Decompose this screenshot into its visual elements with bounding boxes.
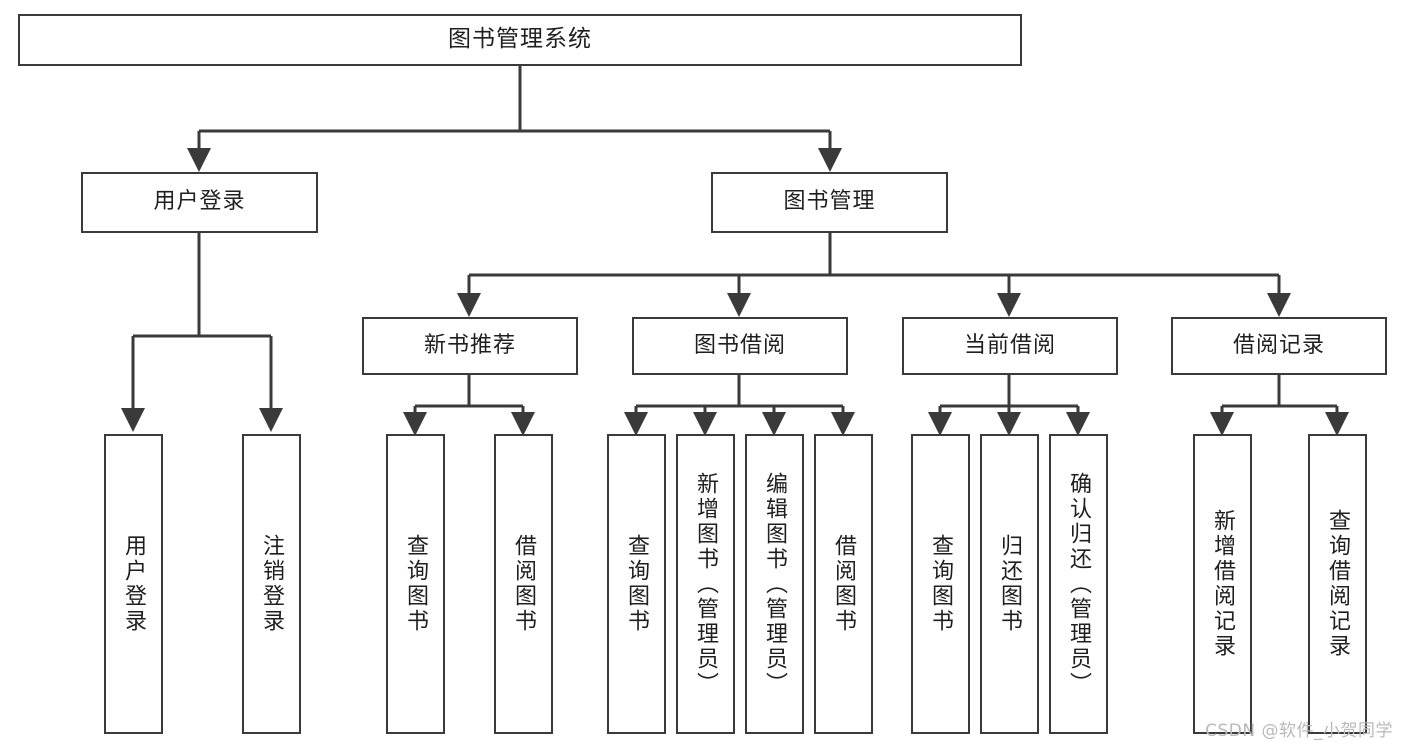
node-leaf-borrow-book-2-label: 借阅图书 <box>831 534 857 634</box>
node-leaf-query-record-label: 查询借阅记录 <box>1325 509 1351 659</box>
node-leaf-query-book-2-label: 查询图书 <box>624 534 650 634</box>
node-leaf-add-record[interactable]: 新增借阅记录 <box>1193 434 1252 734</box>
node-root[interactable]: 图书管理系统 <box>18 14 1022 66</box>
node-new-book-rec[interactable]: 新书推荐 <box>362 317 578 375</box>
node-new-book-rec-label: 新书推荐 <box>423 332 516 358</box>
node-leaf-logout[interactable]: 注销登录 <box>242 434 301 734</box>
node-leaf-user-login[interactable]: 用户登录 <box>104 434 163 734</box>
node-leaf-borrow-book-1[interactable]: 借阅图书 <box>494 434 553 734</box>
node-book-manage-label: 图书管理 <box>783 189 876 215</box>
node-leaf-return-book[interactable]: 归还图书 <box>980 434 1039 734</box>
node-leaf-query-book-2[interactable]: 查询图书 <box>607 434 666 734</box>
node-leaf-add-book[interactable]: 新增图书（管理员） <box>676 434 735 734</box>
node-leaf-return-book-label: 归还图书 <box>997 534 1023 634</box>
node-leaf-logout-label: 注销登录 <box>259 534 285 634</box>
node-leaf-borrow-book-1-label: 借阅图书 <box>511 534 537 634</box>
node-leaf-query-book-3[interactable]: 查询图书 <box>911 434 970 734</box>
node-book-borrow[interactable]: 图书借阅 <box>632 317 848 375</box>
node-leaf-query-book-3-label: 查询图书 <box>928 534 954 634</box>
node-current-borrow[interactable]: 当前借阅 <box>902 317 1118 375</box>
node-leaf-user-login-label: 用户登录 <box>121 534 147 634</box>
node-leaf-edit-book-label: 编辑图书（管理员） <box>762 471 788 697</box>
node-leaf-query-book-1[interactable]: 查询图书 <box>386 434 445 734</box>
node-book-borrow-label: 图书借阅 <box>693 332 786 358</box>
node-leaf-confirm-return[interactable]: 确认归还（管理员） <box>1049 434 1108 734</box>
node-leaf-borrow-book-2[interactable]: 借阅图书 <box>814 434 873 734</box>
node-borrow-record-label: 借阅记录 <box>1232 332 1325 358</box>
node-leaf-query-book-1-label: 查询图书 <box>403 534 429 634</box>
node-current-borrow-label: 当前借阅 <box>963 332 1056 358</box>
node-root-label: 图书管理系统 <box>448 26 592 53</box>
node-borrow-record[interactable]: 借阅记录 <box>1171 317 1387 375</box>
watermark: CSDN @软件_小贺同学 <box>1205 721 1393 741</box>
node-leaf-query-record[interactable]: 查询借阅记录 <box>1308 434 1367 734</box>
node-leaf-confirm-return-label: 确认归还（管理员） <box>1066 471 1092 697</box>
node-leaf-add-book-label: 新增图书（管理员） <box>693 471 719 697</box>
node-leaf-edit-book[interactable]: 编辑图书（管理员） <box>745 434 804 734</box>
node-book-manage[interactable]: 图书管理 <box>711 172 948 233</box>
node-user-login-label: 用户登录 <box>153 189 246 215</box>
node-leaf-add-record-label: 新增借阅记录 <box>1210 509 1236 659</box>
node-user-login[interactable]: 用户登录 <box>81 172 318 233</box>
